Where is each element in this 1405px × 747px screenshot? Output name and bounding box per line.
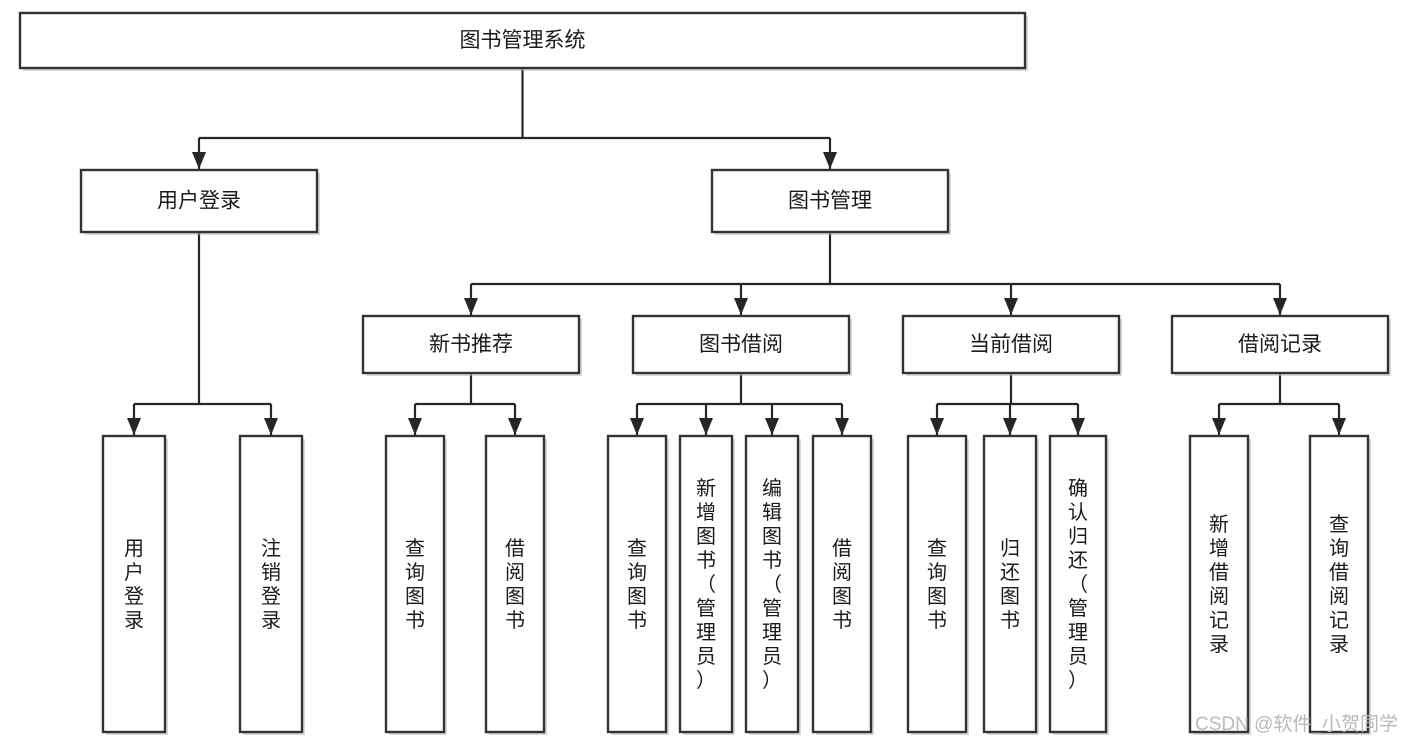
node-leaf-confirm-return[interactable]: 确认归还（管理员） — [1048, 434, 1109, 735]
edge-group-book-borrow — [630, 373, 849, 435]
arrow-head-icon — [1273, 298, 1287, 315]
node-label: 新增借阅记录 — [1209, 513, 1229, 656]
node-border — [906, 434, 968, 734]
node-border — [1188, 434, 1250, 734]
arrow-head-icon — [192, 152, 206, 169]
node-leaf-query-book-1[interactable]: 查询图书 — [384, 434, 447, 735]
arrow-head-icon — [734, 298, 748, 315]
node-border — [631, 314, 851, 375]
node-border — [982, 434, 1038, 734]
csdn-watermark: CSDN @软件_小贺同学 — [1195, 713, 1398, 735]
arrow-head-icon — [1332, 418, 1346, 435]
arrow-head-icon — [127, 418, 141, 435]
node-border — [79, 168, 319, 234]
node-user-login[interactable]: 用户登录 — [79, 168, 320, 235]
node-border — [811, 434, 873, 734]
node-border — [361, 314, 581, 375]
node-label: 编辑图书（管理员） — [762, 477, 782, 692]
node-border — [238, 434, 304, 734]
node-leaf-add-record[interactable]: 新增借阅记录 — [1188, 434, 1251, 735]
node-leaf-borrow-book-1[interactable]: 借阅图书 — [484, 434, 547, 735]
arrow-head-icon — [765, 418, 779, 435]
edge-group-current-borrow — [930, 373, 1085, 435]
node-leaf-edit-book[interactable]: 编辑图书（管理员） — [744, 434, 801, 735]
node-leaf-query-book-3[interactable]: 查询图书 — [906, 434, 969, 735]
arrow-head-icon — [1003, 418, 1017, 435]
edge-group-root — [192, 68, 837, 169]
node-layer: 图书管理系统用户登录图书管理新书推荐图书借阅当前借阅借阅记录用户登录注销登录查询… — [18, 11, 1391, 735]
node-new-book-recommend[interactable]: 新书推荐 — [361, 314, 582, 376]
node-current-borrow[interactable]: 当前借阅 — [901, 314, 1122, 376]
edge-group-new-book-recommend — [408, 373, 522, 435]
edge-group-book-manage — [464, 232, 1287, 315]
node-label: 查询图书 — [627, 537, 647, 632]
node-root[interactable]: 图书管理系统 — [18, 11, 1028, 71]
edge-group-borrow-record — [1212, 373, 1346, 435]
node-border — [606, 434, 668, 734]
node-label: 查询图书 — [405, 537, 425, 632]
node-label: 用户登录 — [157, 190, 241, 213]
arrow-head-icon — [264, 418, 278, 435]
node-border — [101, 434, 167, 734]
edge-group-user-login — [127, 232, 278, 435]
node-label: 借阅图书 — [832, 537, 852, 632]
node-label: 注销登录 — [261, 537, 281, 632]
node-book-borrow[interactable]: 图书借阅 — [631, 314, 852, 376]
node-label: 归还图书 — [1000, 537, 1020, 632]
node-border — [901, 314, 1121, 375]
arrow-head-icon — [630, 418, 644, 435]
node-label: 图书借阅 — [699, 333, 783, 356]
node-leaf-borrow-book-2[interactable]: 借阅图书 — [811, 434, 874, 735]
node-border — [1048, 434, 1108, 734]
node-borrow-record[interactable]: 借阅记录 — [1170, 314, 1391, 376]
node-border — [384, 434, 446, 734]
node-label: 用户登录 — [124, 538, 144, 632]
node-label: 新书推荐 — [429, 333, 513, 356]
node-label: 借阅图书 — [505, 537, 525, 632]
node-leaf-query-book-2[interactable]: 查询图书 — [606, 434, 669, 735]
arrow-head-icon — [1212, 418, 1226, 435]
node-label: 图书管理 — [788, 190, 872, 213]
arrow-head-icon — [408, 418, 422, 435]
node-leaf-query-record[interactable]: 查询借阅记录 — [1308, 434, 1371, 735]
node-leaf-return-book[interactable]: 归还图书 — [982, 434, 1039, 735]
arrow-head-icon — [464, 298, 478, 315]
arrow-head-icon — [1004, 298, 1018, 315]
arrow-head-icon — [508, 418, 522, 435]
node-border — [1308, 434, 1370, 734]
arrow-head-icon — [930, 418, 944, 435]
arrow-head-icon — [823, 152, 837, 169]
node-book-manage[interactable]: 图书管理 — [710, 168, 951, 235]
arrow-head-icon — [1071, 418, 1085, 435]
arrow-head-icon — [699, 418, 713, 435]
node-border — [678, 434, 734, 734]
node-border — [710, 168, 950, 234]
node-border — [18, 11, 1027, 70]
connector-layer — [127, 68, 1346, 435]
node-label: 新增图书（管理员） — [696, 477, 716, 692]
node-label: 借阅记录 — [1238, 333, 1322, 356]
node-leaf-add-book[interactable]: 新增图书（管理员） — [678, 434, 735, 735]
node-label: 查询借阅记录 — [1329, 513, 1349, 656]
node-leaf-user-logout[interactable]: 注销登录 — [238, 434, 305, 735]
node-border — [484, 434, 546, 734]
node-leaf-user-login[interactable]: 用户登录 — [101, 434, 168, 735]
node-border — [744, 434, 800, 734]
node-label: 查询图书 — [927, 537, 947, 632]
node-label: 图书管理系统 — [460, 29, 586, 52]
node-border — [1170, 314, 1390, 375]
node-label: 确认归还（管理员） — [1068, 477, 1088, 692]
node-label: 当前借阅 — [969, 333, 1053, 356]
arrow-head-icon — [835, 418, 849, 435]
